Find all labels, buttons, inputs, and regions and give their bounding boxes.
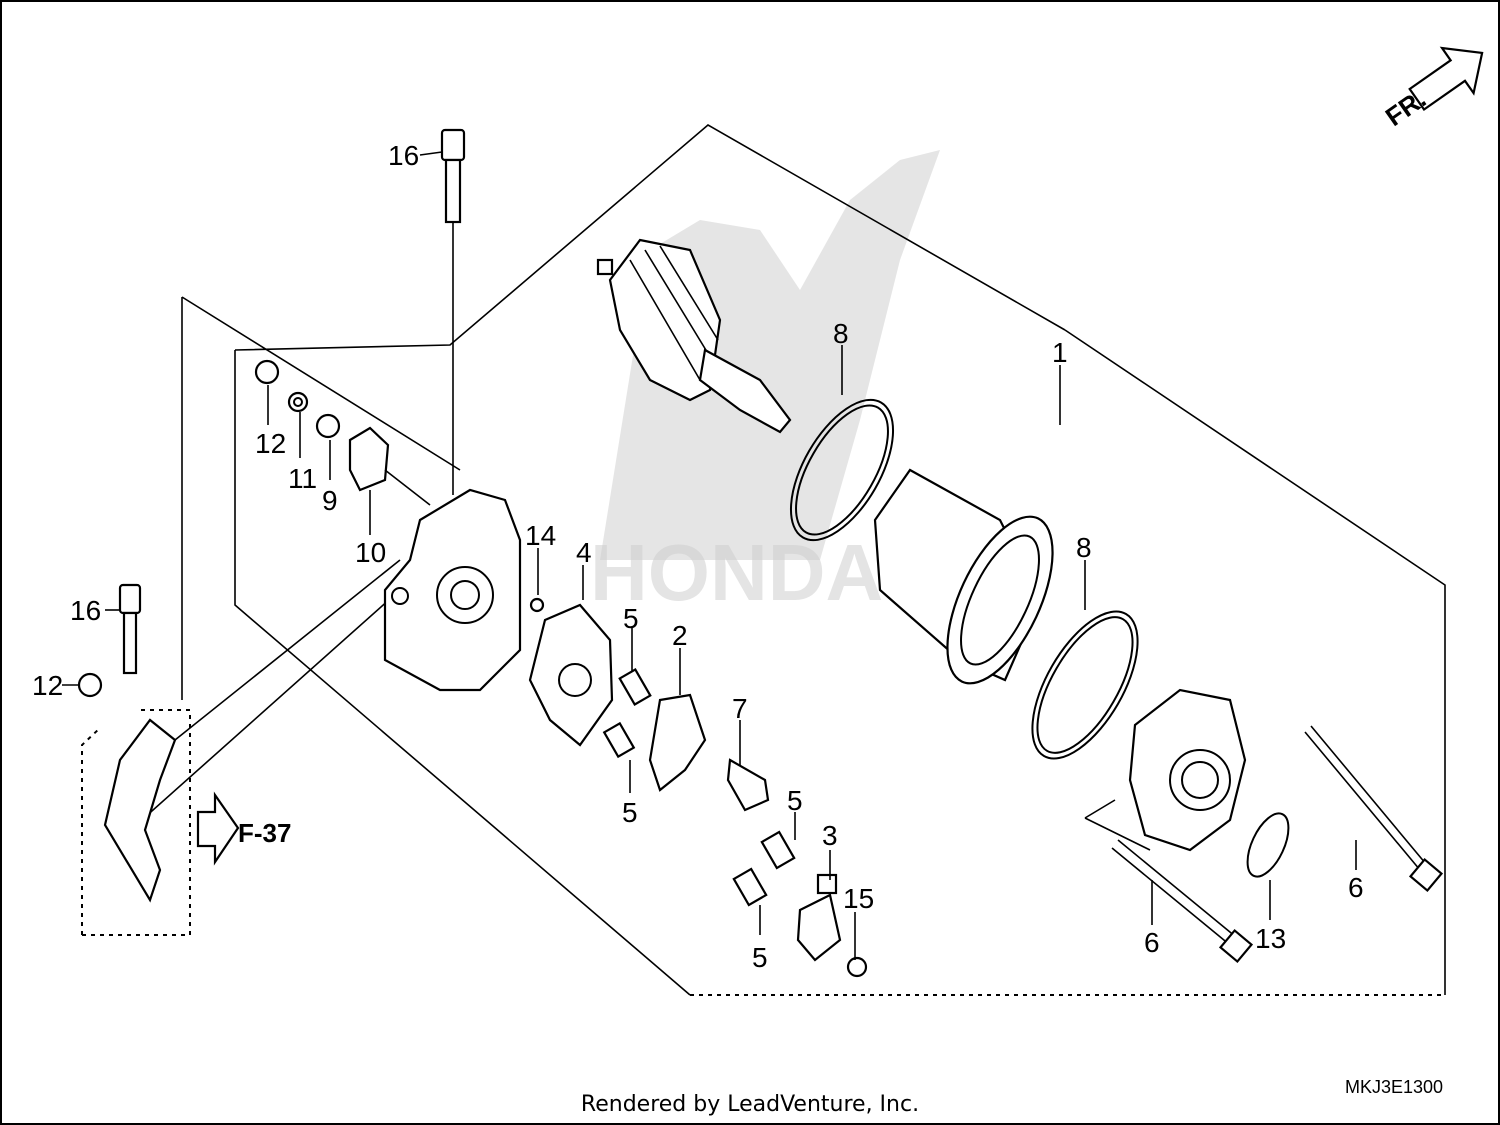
armature — [596, 238, 792, 434]
callout-leaders — [267, 345, 1357, 960]
callout-9: 9 — [322, 485, 338, 516]
yoke-housing — [873, 468, 1054, 685]
callout-3: 3 — [822, 820, 838, 851]
end-cover-rear — [383, 488, 522, 692]
end-cover-front — [1128, 688, 1247, 852]
through-bolts — [1111, 725, 1444, 964]
callout-12b: 12 — [32, 670, 63, 701]
bolt-16-top — [419, 128, 466, 495]
callout-8b: 8 — [1076, 532, 1092, 563]
lead-subassembly-box — [81, 559, 401, 936]
callout-5a: 5 — [623, 603, 639, 634]
callout-10: 10 — [355, 537, 386, 568]
callout-15: 15 — [843, 883, 874, 914]
watermark-text: HONDA — [590, 528, 883, 617]
callout-labels: 1 2 3 4 5 5 5 5 6 6 7 8 8 9 10 11 12 12 … — [32, 140, 1364, 973]
callout-11: 11 — [288, 463, 317, 494]
callout-2: 2 — [672, 620, 688, 651]
callout-6b: 6 — [1348, 872, 1364, 903]
render-credit: Rendered by LeadVenture, Inc. — [580, 1092, 920, 1117]
callout-16b: 16 — [70, 595, 101, 626]
callout-4: 4 — [576, 537, 592, 568]
callout-5d: 5 — [752, 942, 768, 973]
callout-6a: 6 — [1144, 927, 1160, 958]
callout-14: 14 — [525, 520, 556, 551]
callout-7: 7 — [732, 693, 748, 724]
callout-8a: 8 — [833, 318, 849, 349]
diagram-code: MKJ3E1300 — [1345, 1077, 1443, 1097]
callout-12a: 12 — [255, 428, 286, 459]
callout-5c: 5 — [787, 785, 803, 816]
callout-1: 1 — [1052, 337, 1068, 368]
assembly-outline — [181, 124, 1446, 996]
callout-5b: 5 — [622, 797, 638, 828]
springs-and-brushes — [602, 668, 868, 978]
small-parts-upper — [254, 359, 431, 506]
callout-13: 13 — [1255, 923, 1286, 954]
lead-terminal-hardware — [62, 583, 177, 903]
reference-arrow-label: F-37 — [238, 818, 291, 848]
front-direction-indicator: FR. — [1380, 46, 1484, 132]
brush-holder — [528, 597, 614, 747]
reference-arrow: F-37 — [196, 791, 291, 866]
callout-16a: 16 — [388, 140, 419, 171]
